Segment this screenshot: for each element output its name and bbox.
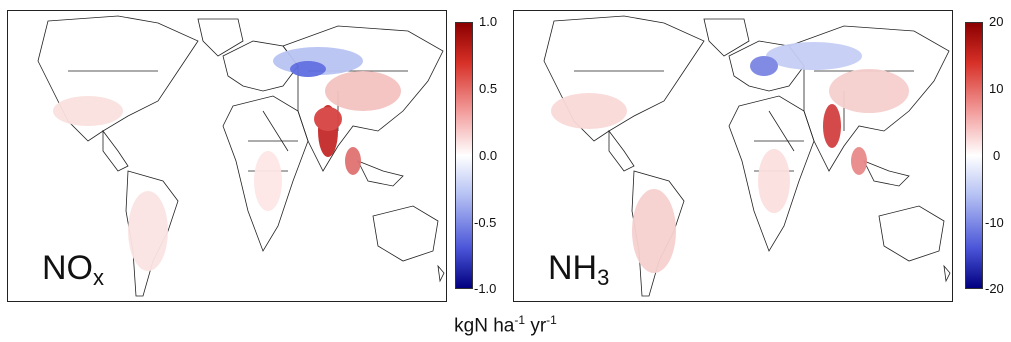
panel-label-nox: NOx [42,249,104,290]
colorbar-tick: -1.0 [474,281,497,296]
world-map-nox [37,15,445,297]
units-label: kgN ha-1 yr-1 [454,313,557,337]
panel-label-nh3: NH3 [548,249,610,290]
colorbar-nox [455,22,473,289]
data-field [551,42,909,273]
colorbar-tick: 0 [993,148,1001,163]
data-field [53,47,401,271]
map-frame: NOx [7,10,447,302]
map-frame: NH3 [513,10,953,302]
colorbar-tick: 0.5 [479,81,498,96]
continent-outlines [543,15,951,297]
continent-outlines [37,15,445,297]
colorbar-tick: -10 [985,215,1004,230]
colorbar-tick: -20 [985,281,1004,296]
colorbar-tick: 20 [989,14,1004,29]
colorbar-nh3 [965,22,983,289]
colorbar-tick: 0.0 [479,148,498,163]
colorbar-tick: -0.5 [474,215,497,230]
colorbar-tick: 1.0 [479,14,498,29]
world-map-nh3 [543,15,951,297]
colorbar-tick: 10 [989,81,1004,96]
